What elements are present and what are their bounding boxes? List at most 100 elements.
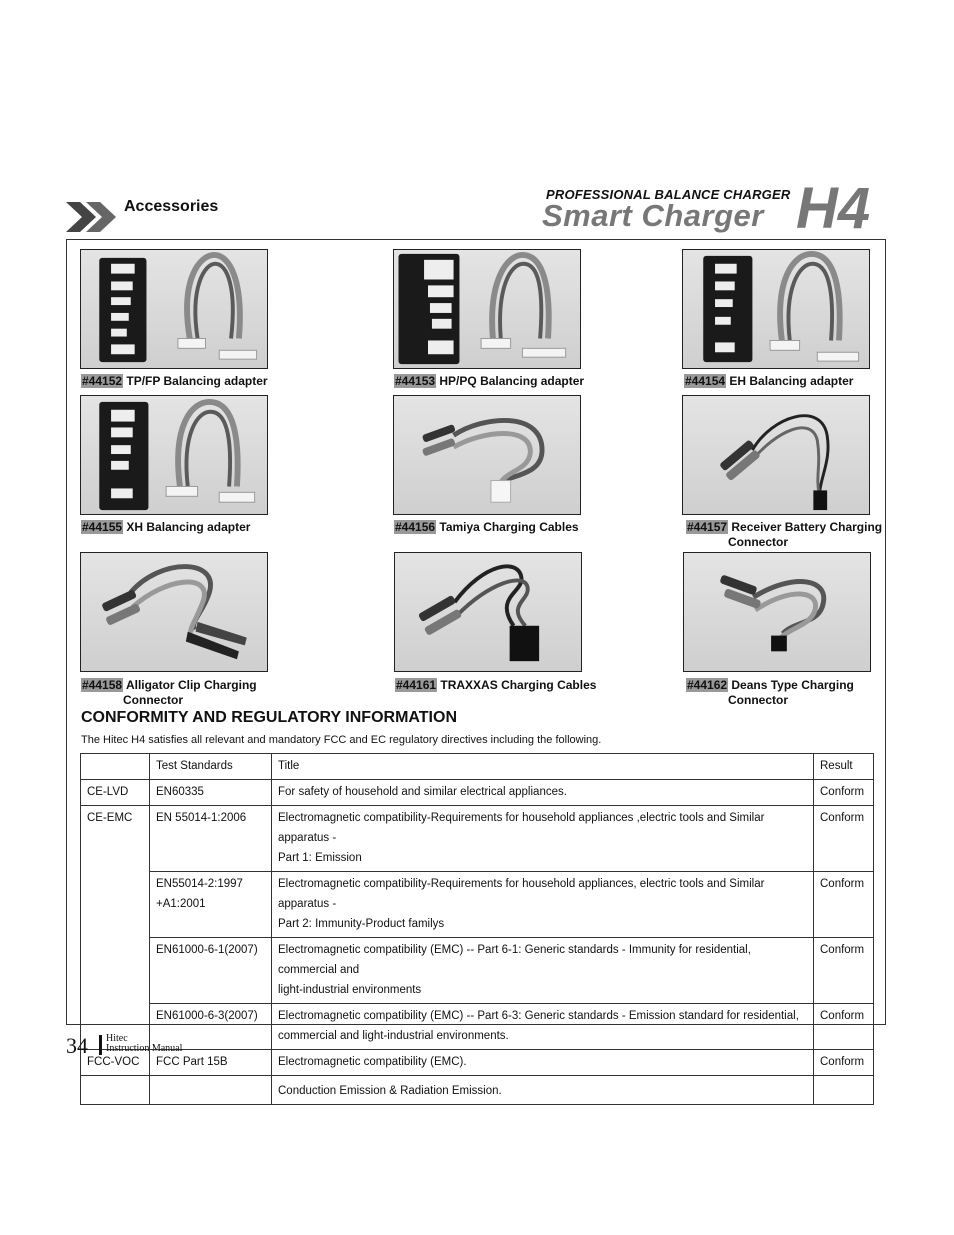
balancing-adapter-board-icon	[398, 251, 567, 365]
part-number: #44161	[395, 678, 438, 692]
accessory-name: Receiver Battery Charging	[731, 520, 883, 534]
standard-line: +A1:2001	[156, 898, 206, 910]
title-line: Electromagnetic compatibility (EMC) -- P…	[278, 1010, 799, 1022]
title-line: commercial and light-industrial environm…	[278, 1030, 509, 1042]
title-cell: Electromagnetic compatibility-Requiremen…	[271, 805, 814, 872]
directive-cell: FCC-VOC	[80, 1049, 150, 1076]
result-cell: Conform	[813, 779, 874, 806]
footer-divider	[99, 1035, 102, 1055]
balancing-adapter-board-icon	[99, 251, 258, 363]
title-cell: Electromagnetic compatibility (EMC) -- P…	[271, 937, 814, 1004]
accessory-caption: #44158 Alligator Clip Charging Connector	[81, 678, 291, 708]
title-line: Electromagnetic compatibility-Requiremen…	[278, 878, 765, 910]
receiver-cable-icon	[720, 414, 830, 511]
photo-charging-cable	[682, 395, 870, 515]
product-model: H4	[796, 176, 871, 241]
part-number: #44154	[684, 374, 727, 388]
part-number: #44152	[81, 374, 124, 388]
standard-line: EN55014-2:1997	[156, 878, 243, 890]
table-row: CE-EMC EN 55014-1:2006 Electromagnetic c…	[80, 805, 874, 1050]
footer-manual-label: Instruction Manual	[106, 1043, 183, 1054]
deans-cable-icon	[720, 575, 827, 652]
accessory-name: TRAXXAS Charging Cables	[440, 678, 597, 692]
column-header: Test Standards	[149, 753, 272, 780]
title-cell: For safety of household and similar elec…	[271, 779, 814, 806]
result-cell: Conform	[813, 1049, 874, 1076]
standard-cell: EN61000-6-3(2007)	[149, 1003, 272, 1050]
standard-cell: EN55014-2:1997 +A1:2001	[149, 871, 272, 938]
title-line: Electromagnetic compatibility (EMC) -- P…	[278, 944, 751, 976]
photo-balancing-adapter	[393, 249, 581, 369]
table-row: EN55014-2:1997 +A1:2001 Electromagnetic c…	[81, 871, 874, 938]
photo-balancing-adapter	[682, 249, 870, 369]
table-row: EN61000-6-1(2007) Electromagnetic compat…	[81, 937, 874, 1004]
accessory-name-line2: Connector	[123, 693, 183, 707]
product-name: Smart Charger	[542, 198, 764, 233]
accessory-caption: #44157 Receiver Battery Charging Connect…	[686, 520, 896, 550]
table-header-row: Test Standards Title Result	[80, 753, 874, 780]
standard-cell: EN60335	[149, 779, 272, 806]
photo-balancing-adapter	[80, 249, 268, 369]
column-header: Title	[271, 753, 814, 780]
section-title: Accessories	[124, 198, 219, 215]
accessory-caption: #44154 EH Balancing adapter	[684, 374, 894, 389]
part-number: #44158	[81, 678, 124, 692]
accessory-caption: #44162 Deans Type Charging Connector	[686, 678, 896, 708]
accessory-caption: #44156 Tamiya Charging Cables	[394, 520, 604, 535]
accessory-name-line2: Connector	[728, 693, 788, 707]
standard-cell: EN 55014-1:2006	[149, 805, 272, 872]
table-row: FCC-VOC FCC Part 15B Electromagnetic com…	[80, 1049, 874, 1076]
result-cell: Conform	[813, 937, 874, 1004]
column-header: Result	[813, 753, 874, 780]
photo-charging-cable	[80, 552, 268, 672]
part-number: #44153	[394, 374, 437, 388]
part-number: #44156	[394, 520, 437, 534]
title-cell: Conduction Emission & Radiation Emission…	[271, 1075, 814, 1105]
directive-cell: CE-EMC	[80, 805, 150, 1050]
chevron-arrows-icon	[66, 202, 116, 232]
alligator-cable-icon	[102, 564, 247, 660]
balancing-adapter-board-icon	[99, 398, 256, 511]
result-cell: Conform	[813, 805, 874, 872]
traxxas-cable-icon	[418, 564, 540, 662]
accessory-caption: #44153 HP/PQ Balancing adapter	[394, 374, 604, 389]
conformity-heading: CONFORMITY AND REGULATORY INFORMATION	[81, 709, 457, 726]
accessory-name-line2: Connector	[728, 535, 788, 549]
title-cell: Electromagnetic compatibility (EMC) -- P…	[271, 1003, 814, 1050]
standard-cell: EN61000-6-1(2007)	[149, 937, 272, 1004]
part-number: #44155	[81, 520, 124, 534]
tamiya-cable-icon	[422, 418, 545, 503]
accessory-name: TP/FP Balancing adapter	[126, 374, 268, 388]
accessory-name: Tamiya Charging Cables	[439, 520, 579, 534]
part-number: #44162	[686, 678, 729, 692]
accessory-name: Alligator Clip Charging	[125, 678, 257, 692]
photo-charging-cable	[683, 552, 871, 672]
directive-cell	[80, 1075, 150, 1105]
table-row: Conduction Emission & Radiation Emission…	[80, 1075, 874, 1105]
photo-charging-cable	[394, 552, 582, 672]
column-header	[80, 753, 150, 780]
result-cell: Conform	[813, 1003, 874, 1050]
result-cell: Conform	[813, 871, 874, 938]
accessory-name: HP/PQ Balancing adapter	[439, 374, 585, 388]
table-row: EN61000-6-3(2007) Electromagnetic compat…	[81, 1003, 874, 1050]
result-cell	[813, 1075, 874, 1105]
title-cell: Electromagnetic compatibility-Requiremen…	[271, 871, 814, 938]
accessory-caption: #44161 TRAXXAS Charging Cables	[395, 678, 605, 693]
title-line: Electromagnetic compatibility-Requiremen…	[278, 812, 765, 844]
product-tagline: PROFESSIONAL BALANCE CHARGER	[546, 187, 791, 202]
title-cell: Electromagnetic compatibility (EMC).	[271, 1049, 814, 1076]
conformity-intro: The Hitec H4 satisfies all relevant and …	[81, 734, 602, 746]
accessory-caption: #44155 XH Balancing adapter	[81, 520, 291, 535]
part-number: #44157	[686, 520, 729, 534]
regulatory-table: Test Standards Title Result CE-LVD EN603…	[80, 753, 874, 1105]
title-line: Part 1: Emission	[278, 852, 362, 864]
table-row: CE-LVD EN60335 For safety of household a…	[80, 779, 874, 806]
title-line: Part 2: Immunity-Product familys	[278, 918, 445, 930]
balancing-adapter-board-icon	[703, 250, 860, 363]
accessory-name: EH Balancing adapter	[729, 374, 854, 388]
standard-cell	[149, 1075, 272, 1105]
page-number: 34	[66, 1033, 88, 1058]
standard-cell: FCC Part 15B	[149, 1049, 272, 1076]
photo-balancing-adapter	[80, 395, 268, 515]
